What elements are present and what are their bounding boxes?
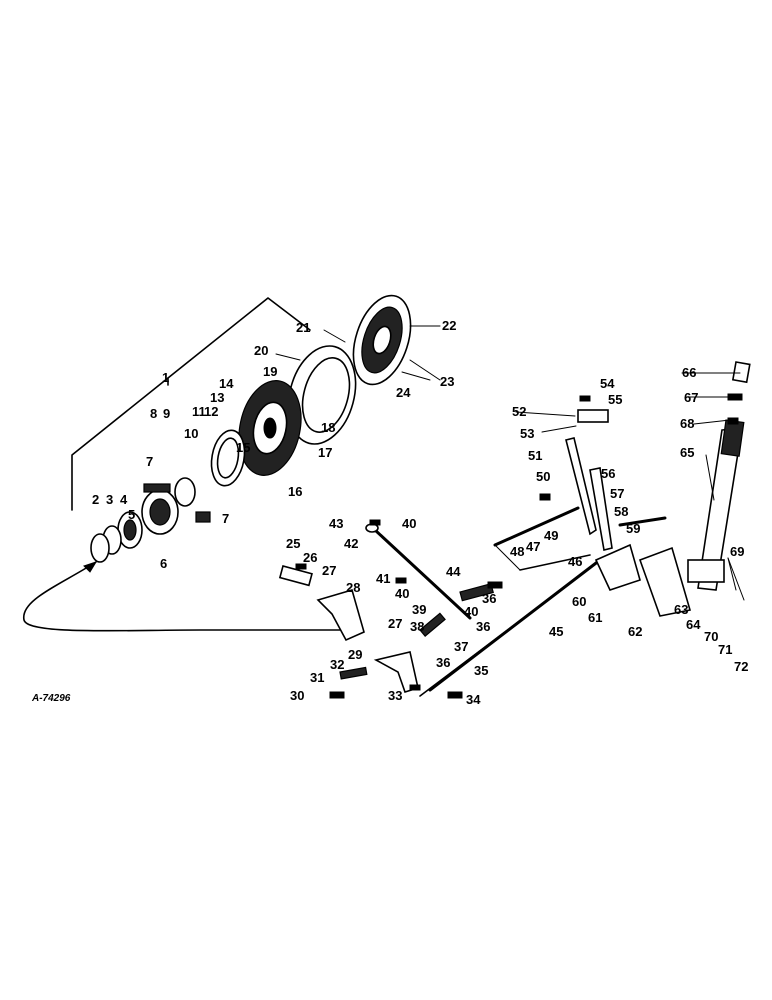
callout: 17 [318, 445, 332, 460]
pressure-plate [287, 345, 357, 445]
callout: 31 [310, 670, 324, 685]
callout: 36 [476, 619, 490, 634]
callout: 48 [510, 544, 524, 559]
callout: 37 [454, 639, 468, 654]
callout: 50 [536, 469, 550, 484]
callout: 36 [436, 655, 450, 670]
callout: 9 [163, 406, 170, 421]
callout-labels: 1 2 3 4 5 6 7 7 8 9 10 11 12 13 14 15 16… [92, 318, 748, 707]
callout: 64 [686, 617, 701, 632]
callout: 15 [236, 440, 250, 455]
callout: 3 [106, 492, 113, 507]
callout: 24 [396, 385, 411, 400]
clutch-disc [352, 294, 412, 386]
callout: 19 [263, 364, 277, 379]
callout: 70 [704, 629, 718, 644]
callout: 16 [288, 484, 302, 499]
callout: 30 [290, 688, 304, 703]
callout: 39 [412, 602, 426, 617]
connector-hose [23, 561, 341, 632]
group-bracket-1 [71, 297, 311, 511]
clutch-pedal [687, 419, 745, 591]
callout: 7 [222, 511, 229, 526]
callout: 59 [626, 521, 640, 536]
figure-number: A-74296 [31, 693, 71, 704]
callout: 52 [512, 404, 526, 419]
callout: 65 [680, 445, 694, 460]
callout: 56 [601, 466, 615, 481]
callout: 5 [128, 507, 135, 522]
callout: 53 [520, 426, 534, 441]
clutch-assembly [238, 380, 302, 476]
callout: 49 [544, 528, 558, 543]
cross-shaft [278, 565, 365, 642]
callout: 43 [329, 516, 343, 531]
callout: 11 [192, 404, 206, 419]
callout: 42 [344, 536, 358, 551]
callout: 32 [330, 657, 344, 672]
callout: 29 [348, 647, 362, 662]
callout: 55 [608, 392, 622, 407]
pedal-bracket [594, 516, 692, 617]
callout: 72 [734, 659, 748, 674]
callout: 18 [321, 420, 335, 435]
callout: 26 [303, 550, 317, 565]
callout: 66 [682, 365, 696, 380]
callout: 12 [204, 404, 218, 419]
callout: 34 [466, 692, 481, 707]
callout: 7 [146, 454, 153, 469]
callout: 51 [528, 448, 542, 463]
lever-assembly [339, 582, 494, 693]
callout: 58 [614, 504, 628, 519]
callout: 27 [322, 563, 336, 578]
callout: 40 [464, 604, 478, 619]
callout: 6 [160, 556, 167, 571]
callout: 47 [526, 539, 540, 554]
callout: 14 [219, 376, 234, 391]
ring-part [210, 429, 246, 487]
callout: 28 [346, 580, 360, 595]
callout: 45 [549, 624, 563, 639]
leader-lines [275, 325, 745, 601]
callout: 54 [600, 376, 615, 391]
callout: 69 [730, 544, 744, 559]
callout: 71 [718, 642, 732, 657]
callout: 2 [92, 492, 99, 507]
callout: 57 [610, 486, 624, 501]
callout: 23 [440, 374, 454, 389]
callout: 40 [395, 586, 409, 601]
callout: 38 [410, 619, 424, 634]
callout: 10 [184, 426, 198, 441]
callout: 67 [684, 390, 698, 405]
callout: 40 [402, 516, 416, 531]
callout: 33 [388, 688, 402, 703]
shift-lever [565, 409, 613, 551]
callout: 41 [376, 571, 390, 586]
callout: 22 [442, 318, 456, 333]
callout: 44 [446, 564, 461, 579]
callout: 35 [474, 663, 488, 678]
callout: 46 [568, 554, 582, 569]
callout: 36 [482, 591, 496, 606]
link-rod [493, 506, 591, 571]
release-bearing-housing [90, 477, 211, 563]
callout: 63 [674, 602, 688, 617]
callout: 27 [388, 616, 402, 631]
callout: 1 [162, 370, 169, 385]
callout: 68 [680, 416, 694, 431]
callout: 13 [210, 390, 224, 405]
small-parts [295, 361, 751, 699]
callout: 25 [286, 536, 300, 551]
long-rod [419, 558, 602, 697]
callout: 20 [254, 343, 268, 358]
callout: 21 [296, 320, 310, 335]
callout: 61 [588, 610, 602, 625]
callout: 4 [120, 492, 128, 507]
callout: 8 [150, 406, 157, 421]
callout: 62 [628, 624, 642, 639]
callout: 60 [572, 594, 586, 609]
